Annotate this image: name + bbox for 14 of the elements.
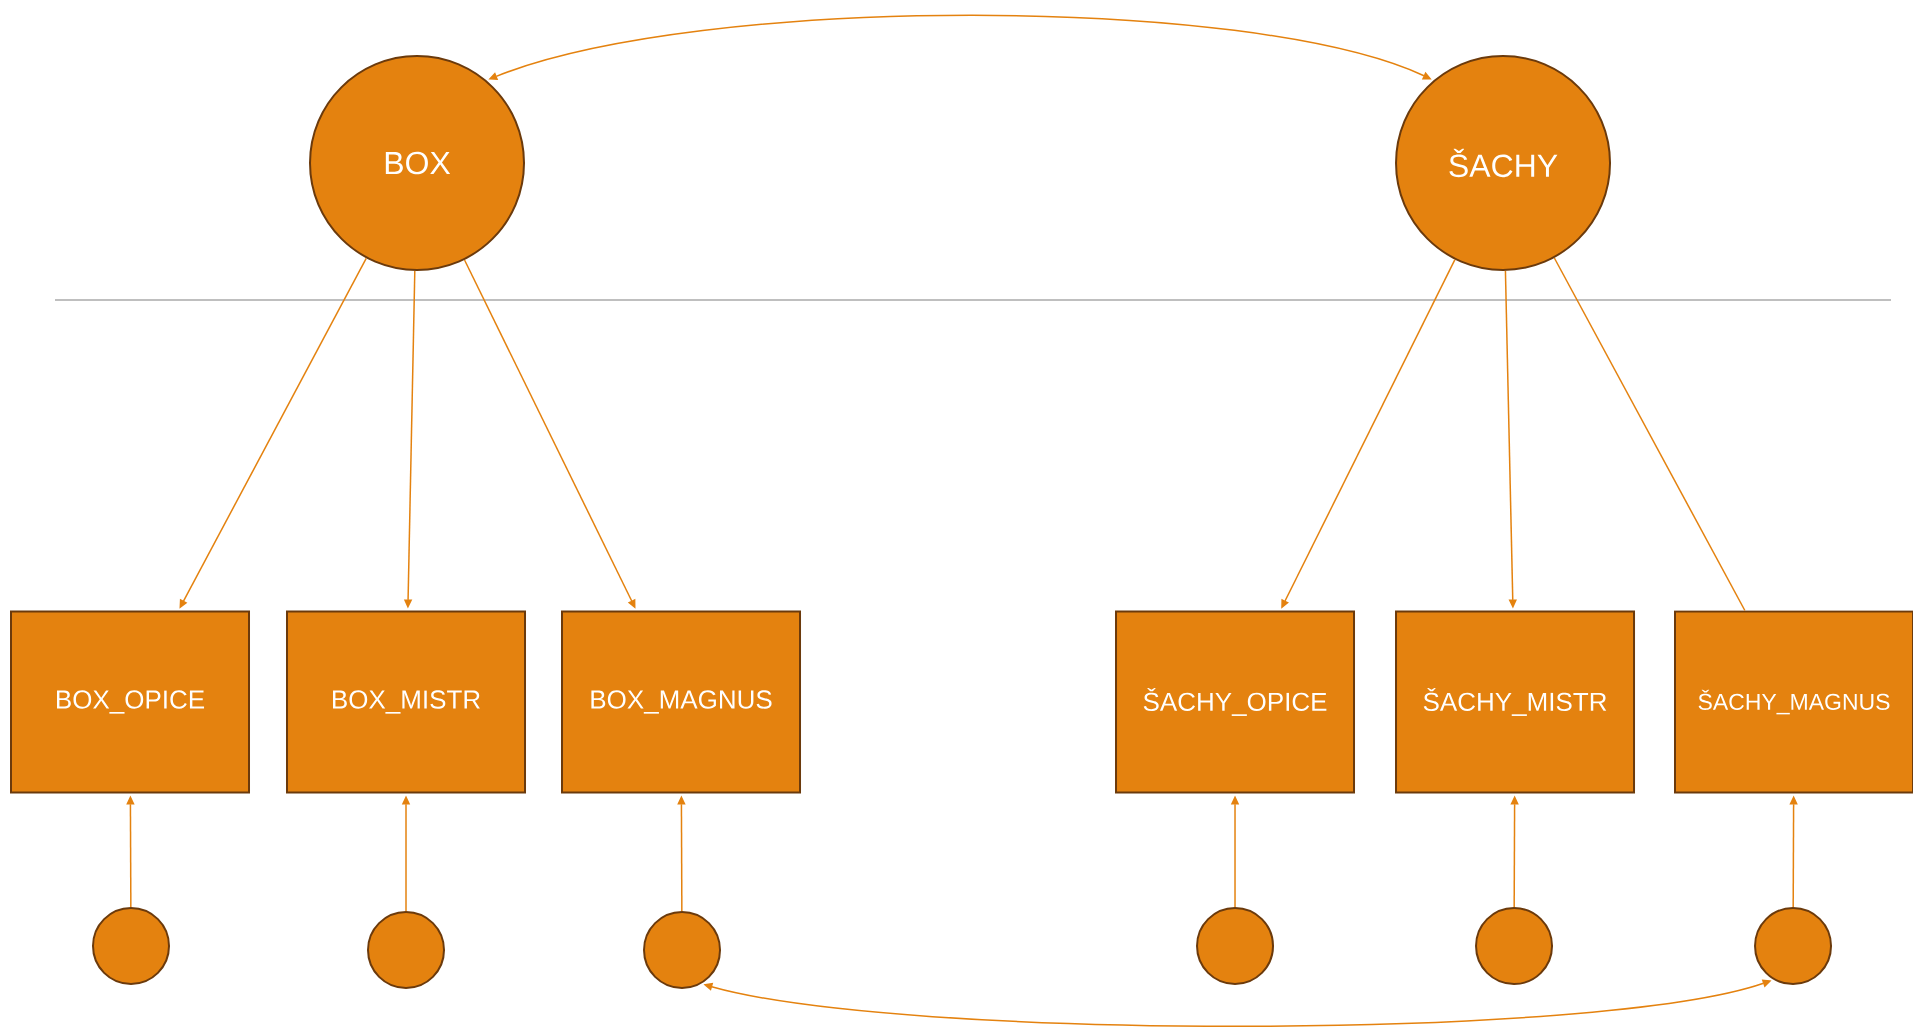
process-box: ŠACHY_OPICE (1115, 610, 1355, 794)
error-circle (1196, 907, 1274, 985)
error-circle (643, 911, 721, 989)
process-box: ŠACHY_MISTR (1395, 610, 1635, 794)
circle-node: BOX (309, 55, 525, 271)
process-box: BOX_MAGNUS (561, 610, 801, 794)
error-circle (367, 911, 445, 989)
error-circle (92, 907, 170, 985)
error-circle (1475, 907, 1553, 985)
error-circle (1754, 907, 1833, 985)
process-box: BOX_MISTR (286, 610, 526, 794)
process-box: BOX_OPICE (10, 610, 250, 794)
process-box: ŠACHY_MAGNUS (1674, 610, 1913, 794)
circle-node: ŠACHY (1395, 55, 1611, 271)
